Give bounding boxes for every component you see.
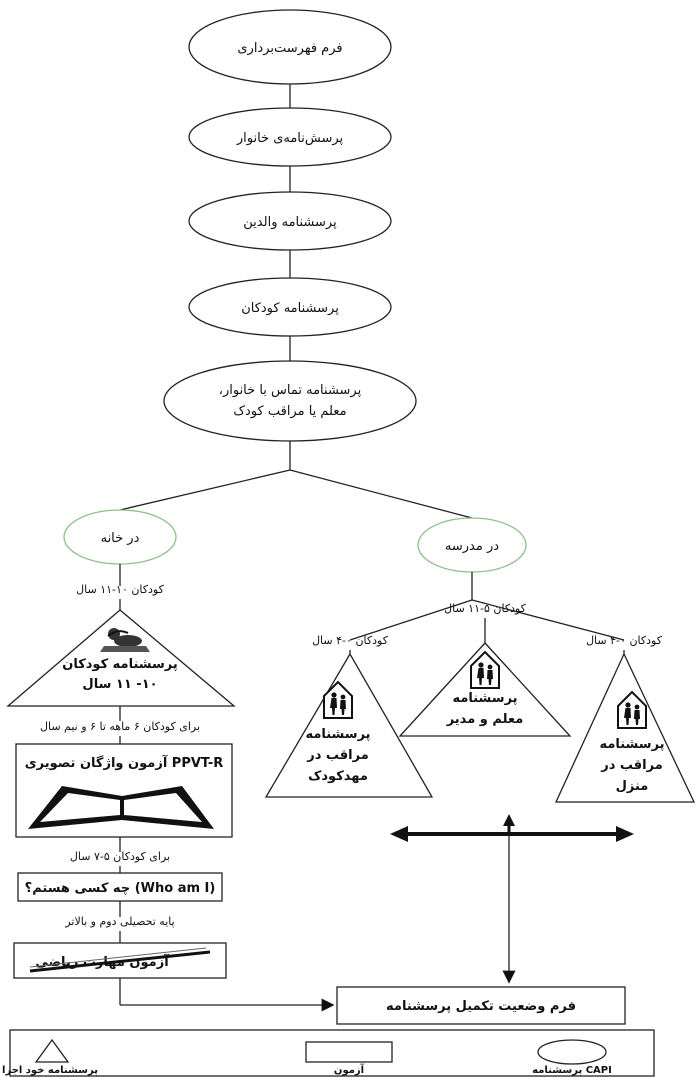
daycare-line1: پرسشنامه xyxy=(305,727,370,742)
teacher-principal-triangle xyxy=(398,642,572,737)
home-label: در خانه xyxy=(101,531,140,546)
main-connectors xyxy=(119,84,473,519)
school-age-5-11: کودکان ۵-۱۱ سال xyxy=(444,602,527,615)
completion-form-node: فرم وضعیت تکمیل پرسشنامه xyxy=(336,986,626,1025)
teacher-line1: پرسشنامه xyxy=(452,691,517,706)
merge-arrow xyxy=(390,814,634,984)
home-branch: در خانه کودکان ۱۰-۱۱ سال پرسشنامه کودکان… xyxy=(6,509,335,1012)
pencil-icon xyxy=(29,947,211,973)
child-reading-icon xyxy=(100,628,150,652)
children-self-admin-triangle xyxy=(6,609,236,707)
household-questionnaire-label: پرسش‌نامه‌ی خانوار xyxy=(236,131,344,146)
parents-questionnaire-node: پرسشنامه والدین xyxy=(188,191,392,251)
open-book-icon xyxy=(28,786,214,829)
whoami-age-label: برای کودکان ۵-۷ سال xyxy=(70,850,170,863)
daycare-line3: مهدکودک xyxy=(308,769,368,784)
legend-test: آزمون xyxy=(334,1063,365,1076)
legend-capi: پرسشنامه CAPI xyxy=(532,1065,612,1076)
legend-rect-swatch xyxy=(305,1041,393,1063)
homecare-line1: پرسشنامه xyxy=(599,737,664,752)
daycare-line2: مراقب در xyxy=(306,748,369,763)
math-age-label: پایه تحصیلی دوم و بالاتر xyxy=(64,915,174,928)
whoami-test-label: چه کسی هستم؟ (Who am I) xyxy=(25,881,216,896)
teacher-line2: معلم و مدیر xyxy=(446,712,524,727)
children-self-admin-line2: ۱۰- ۱۱ سال xyxy=(82,677,157,692)
homecare-age-label: کودکان ۰-۴ سال xyxy=(586,634,663,647)
ppvt-age-label: برای کودکان ۶ ماهه تا ۶ و نیم سال xyxy=(40,720,200,733)
whoami-test-box xyxy=(17,872,223,902)
school-label: در مدرسه xyxy=(445,539,499,554)
children-questionnaire-label: پرسشنامه کودکان xyxy=(241,301,339,316)
contact-questionnaire-line1: پرسشنامه تماس با خانوار، xyxy=(219,383,362,398)
children-self-admin-line1: پرسشنامه کودکان xyxy=(62,657,178,672)
inventory-form-label: فرم فهرست‌برداری xyxy=(237,41,342,56)
legend-self-admin: پرسشنامه خود اجرا xyxy=(2,1065,98,1076)
legend-ellipse-swatch xyxy=(537,1039,607,1065)
contact-questionnaire-node: پرسشنامه تماس با خانوار، معلم یا مراقب ک… xyxy=(163,360,417,442)
children-questionnaire-node: پرسشنامه کودکان xyxy=(188,277,392,337)
contact-questionnaire-line2: معلم یا مراقب کودک xyxy=(233,404,346,419)
legend-triangle-swatch xyxy=(34,1038,70,1063)
legend: پرسشنامه خود اجرا آزمون پرسشنامه CAPI xyxy=(2,1029,655,1077)
homecare-line3: منزل xyxy=(616,779,649,794)
parents-questionnaire-label: پرسشنامه والدین xyxy=(243,215,337,230)
ppvt-test-label: آزمون واژگان تصویری PPVT-R xyxy=(25,754,224,771)
daycare-age-label: کودکان ۰-۴ سال xyxy=(312,634,389,647)
school-branch: در مدرسه کودکان ۵-۱۱ سال پرسشنامه معلم و… xyxy=(264,517,696,984)
inventory-form-node: فرم فهرست‌برداری xyxy=(188,9,392,85)
completion-form-label: فرم وضعیت تکمیل پرسشنامه xyxy=(386,999,576,1014)
daycare-caregiver-triangle xyxy=(264,652,434,798)
homecare-line2: مراقب در xyxy=(600,758,663,773)
home-age-10-11: کودکان ۱۰-۱۱ سال xyxy=(76,583,164,596)
household-questionnaire-node: پرسش‌نامه‌ی خانوار xyxy=(188,107,392,167)
